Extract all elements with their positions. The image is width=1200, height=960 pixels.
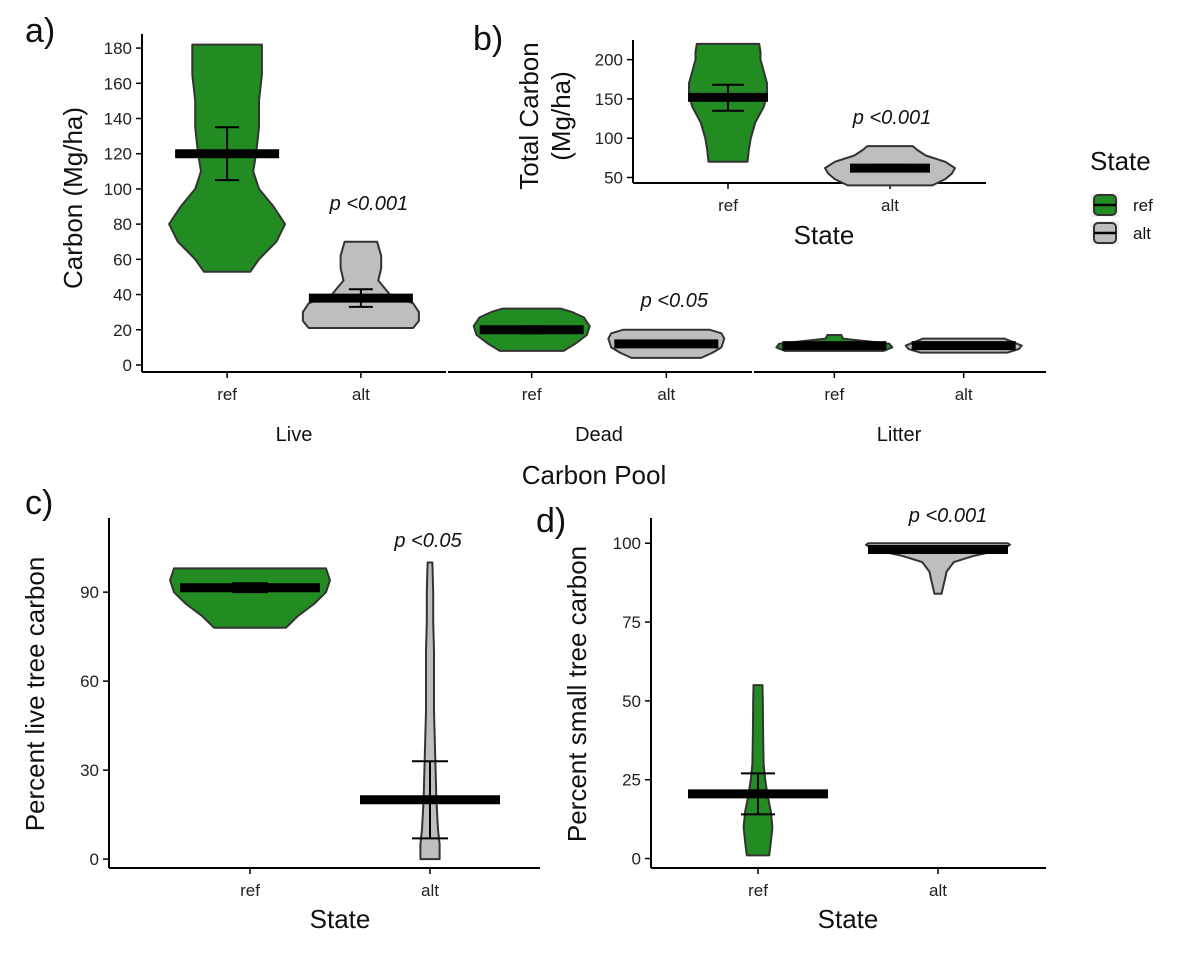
panel-c-label: c) [25,484,53,522]
panel-a-ylabel: Carbon (Mg/ha) [58,107,88,289]
panel-d-y-tick-label: 100 [613,534,641,553]
panel-c-plot: 0 30 60 90 ref alt p <0.05 [80,518,540,900]
panel-d-xlabel: State [818,904,879,934]
panel-b-y-tick-label: 150 [595,90,623,109]
panel-a-live-violin-alt [301,240,420,329]
panel-a-y-tick-label: 80 [113,215,132,234]
panel-c-y-tick-label: 0 [90,850,99,869]
panel-a-dead-pvalue: p <0.05 [640,290,709,312]
panel-c-ylabel: Percent live tree carbon [20,557,50,832]
panel-b-label: b) [473,20,503,58]
panel-a-y-tick-label: 120 [104,145,132,164]
panel-b-y-tick-label: 50 [604,169,623,188]
panel-b-x-tick-label: ref [718,196,738,215]
legend-label-ref: ref [1133,196,1153,215]
panel-b-ylabel-line2: (Mg/ha) [546,71,576,161]
panel-d-label: d) [536,502,566,540]
panel-a-dead-x-tick-label: ref [522,385,542,404]
panel-d-x-tick-label: ref [748,881,768,900]
panel-c-pvalue: p <0.05 [393,530,462,552]
panel-d-plot: 0 25 50 75 100 ref alt p <0.001 [613,505,1046,900]
panel-a-live-pvalue: p <0.001 [329,193,408,215]
panel-a-y-tick-label: 100 [104,180,132,199]
panel-b-xlabel: State [794,220,855,250]
panel-c-y-tick-label: 60 [80,672,99,691]
panel-d-y-tick-label: 0 [632,850,641,869]
legend-items: ref alt [1091,193,1153,245]
panel-d-violin-alt [865,542,1011,595]
panel-a-dead-x-tick-label: alt [657,385,675,404]
panel-a-y-tick-label: 20 [113,321,132,340]
panel-c-x-tick-label: alt [421,881,439,900]
panel-d-ylabel: Percent small tree carbon [562,546,592,842]
panel-a-live-x-tick-label: alt [352,385,370,404]
panel-c: c) 0 30 60 90 ref alt p <0.05 Percent live tre… [20,484,540,934]
panel-a-dead-strip-label: Dead [575,424,623,446]
panel-b-plot: 50 100 150 200 ref alt p <0.001 [595,40,986,215]
panel-d-y-tick-label: 50 [622,692,641,711]
panel-b-x-tick-label: alt [881,196,899,215]
panel-b-y-tick-label: 200 [595,51,623,70]
panel-a-y-tick-label: 40 [113,286,132,305]
panel-a-y-axis: 0 20 40 60 80 100 120 140 160 180 [104,34,143,375]
panel-a-y-tick-label: 160 [104,74,132,93]
panel-a-live-strip-label: Live [276,424,313,446]
legend-title: State [1090,146,1151,176]
panel-a-live-x-tick-label: ref [217,385,237,404]
panel-a-litter-strip-label: Litter [877,424,922,446]
panel-a-litter-x-tick-label: alt [955,385,973,404]
panel-c-x-tick-label: ref [240,881,260,900]
panel-d: d) 0 25 50 75 100 ref alt p <0.001 Percent smal… [536,502,1046,934]
panel-a-litter-x-tick-label: ref [824,385,844,404]
legend: State ref alt [1090,146,1153,245]
panel-d-x-tick-label: alt [929,881,947,900]
panel-a-xlabel: Carbon Pool [522,460,667,490]
panel-b-y-tick-label: 100 [595,129,623,148]
panel-b: b) 50 100 150 200 ref alt p <0.001 Total Carbo… [473,20,986,250]
panel-b-pvalue: p <0.001 [852,107,931,129]
panel-c-y-tick-label: 90 [80,583,99,602]
panel-a-y-tick-label: 60 [113,250,132,269]
panel-c-xlabel: State [310,904,371,934]
panel-d-y-tick-label: 25 [622,771,641,790]
panel-d-pvalue: p <0.001 [908,505,987,527]
panel-d-y-tick-label: 75 [622,613,641,632]
panel-a-y-tick-label: 140 [104,110,132,129]
panel-a-y-tick-label: 180 [104,39,132,58]
panel-b-ylabel-line1: Total Carbon [514,42,544,189]
panel-c-violin-ref [169,567,331,629]
legend-label-alt: alt [1133,224,1151,243]
panel-c-y-tick-label: 30 [80,761,99,780]
panel-d-violin-ref [742,684,774,857]
panel-a-label: a) [25,12,55,50]
panel-a-y-tick-label: 0 [123,356,132,375]
